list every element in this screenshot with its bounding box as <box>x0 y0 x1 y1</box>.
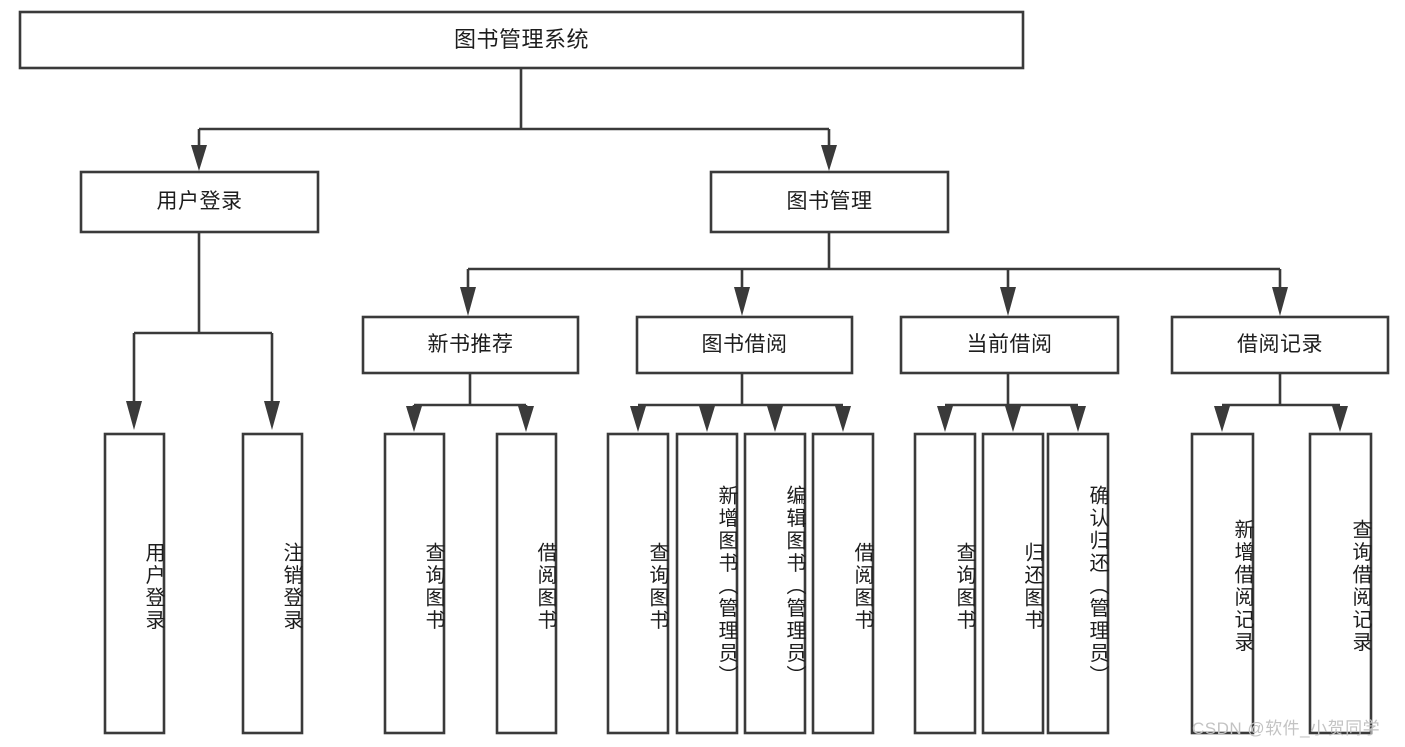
node-box-leaf-book-borrow-2[interactable] <box>743 432 807 735</box>
connector-layer <box>126 68 1348 432</box>
arrow-user-login-leaf-2 <box>264 401 280 430</box>
csdn-watermark: CSDN @软件_小贺同学 <box>1192 719 1381 738</box>
node-box-leaf-current-borrow-2[interactable] <box>1046 432 1110 735</box>
arrow-book-borrow-leaf-1 <box>630 406 646 432</box>
node-box-book-borrow[interactable] <box>635 315 854 375</box>
node-box-borrow-record[interactable] <box>1170 315 1390 375</box>
node-box-leaf-user-login-1[interactable] <box>241 432 304 735</box>
arrow-current-borrow-leaf-3 <box>1070 406 1086 432</box>
node-box-leaf-user-login-0[interactable] <box>103 432 166 735</box>
node-box-book-manage[interactable] <box>709 170 950 234</box>
node-box-leaf-book-borrow-1[interactable] <box>675 432 739 735</box>
arrow-to-user-login <box>191 145 207 171</box>
arrow-to-current-borrow <box>1000 287 1016 316</box>
node-box-leaf-new-book-1[interactable] <box>495 432 558 735</box>
arrow-book-borrow-leaf-4 <box>835 406 851 432</box>
arrow-to-new-book <box>460 287 476 316</box>
arrow-current-borrow-leaf-2 <box>1005 406 1021 432</box>
node-box-leaf-current-borrow-1[interactable] <box>981 432 1045 735</box>
arrow-to-book-manage <box>821 145 837 171</box>
node-box-leaf-current-borrow-0[interactable] <box>913 432 977 735</box>
arrow-current-borrow-leaf-1 <box>937 406 953 432</box>
arrow-book-borrow-leaf-3 <box>767 406 783 432</box>
box-layer <box>18 10 1390 735</box>
node-box-new-book-recommend[interactable] <box>361 315 580 375</box>
arrow-borrow-record-leaf-1 <box>1214 406 1230 432</box>
node-box-current-borrow[interactable] <box>899 315 1120 375</box>
arrow-new-book-leaf-1 <box>406 406 422 432</box>
arrow-book-borrow-leaf-2 <box>699 406 715 432</box>
node-box-leaf-borrow-record-0[interactable] <box>1190 432 1255 735</box>
arrow-to-book-borrow <box>734 287 750 316</box>
node-box-root[interactable] <box>18 10 1025 70</box>
arrow-new-book-leaf-2 <box>518 406 534 432</box>
node-box-leaf-book-borrow-3[interactable] <box>811 432 875 735</box>
node-box-leaf-borrow-record-1[interactable] <box>1308 432 1373 735</box>
node-box-user-login[interactable] <box>79 170 320 234</box>
node-box-leaf-new-book-0[interactable] <box>383 432 446 735</box>
arrow-user-login-leaf-1 <box>126 401 142 430</box>
node-box-leaf-book-borrow-0[interactable] <box>606 432 670 735</box>
arrow-to-borrow-record <box>1272 287 1288 316</box>
arrow-borrow-record-leaf-2 <box>1332 406 1348 432</box>
